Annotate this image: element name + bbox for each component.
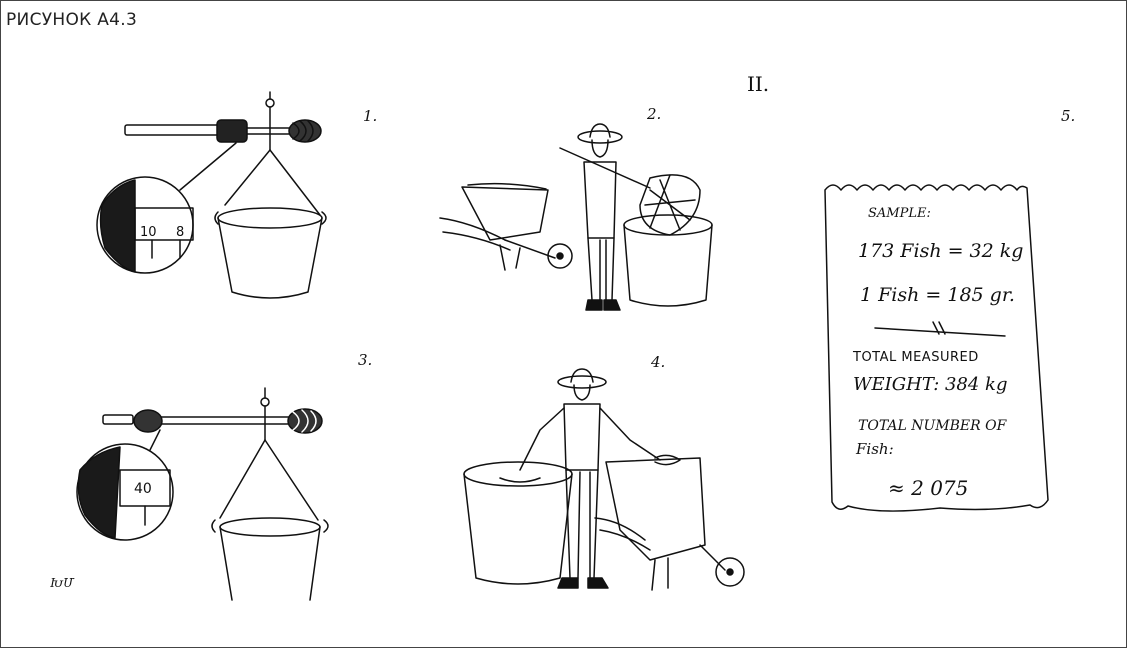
note-line-4b: Fish: (856, 440, 894, 458)
note-paper-outline (825, 185, 1048, 511)
note-divider (875, 328, 1005, 336)
man-4-body (564, 404, 600, 470)
bucket-rim (218, 208, 322, 228)
scale-rope-left (225, 150, 270, 205)
note-line-5: ≈ 2 075 (888, 476, 968, 500)
man-2-hat-brim (578, 131, 622, 143)
zoom-pointer (180, 143, 236, 190)
bucket-3-body (220, 527, 320, 600)
note-line-1: 173 Fish = 32 kg (858, 240, 1023, 262)
wheelbarrow-legs (500, 245, 520, 270)
note-line-3a: TOTAL MEASURED (853, 350, 979, 365)
wheelbarrow-4-legs (652, 558, 668, 590)
man-2-body (584, 162, 616, 238)
panel-5-note-paper (825, 185, 1048, 511)
note-line-3b: WEIGHT: 384 kg (853, 374, 1008, 395)
note-line-4a: TOTAL NUMBER OF (858, 418, 1006, 434)
man-4-hat-brim (558, 376, 606, 388)
zoom-3-pointer (150, 430, 160, 450)
bucket-3-rim (220, 518, 320, 536)
bucket-body (218, 218, 322, 298)
barrel-4-body (464, 474, 572, 584)
scale-3-rope-right (265, 440, 318, 520)
scale-3-rope-left (220, 440, 265, 518)
scale-reading-10: 10 (140, 225, 157, 240)
wheelbarrow-4-handles (595, 518, 650, 550)
scale-3-handle (103, 415, 133, 424)
wheelbarrow-tray (462, 187, 548, 240)
scale-reading-8: 8 (176, 225, 184, 240)
panel-2-netting-drawing (440, 124, 712, 310)
note-line-2: 1 Fish = 185 gr. (860, 284, 1015, 306)
panel-3-scale-drawing (77, 388, 328, 600)
panel-4-transfer-drawing (464, 369, 744, 590)
bucket-handles (215, 212, 326, 224)
scale-hook-ring (266, 99, 274, 107)
barrel-2-rim (624, 215, 712, 235)
scale-reading-40: 40 (134, 481, 152, 497)
scale-beam-handle (125, 125, 225, 135)
panel-1-scale-drawing (97, 92, 326, 298)
man-2-legs (588, 238, 614, 300)
wheelbarrow-4-tray (606, 458, 705, 560)
barrel-2-body (624, 225, 712, 306)
scale-rope-right (270, 150, 320, 215)
scale-slider-weight (217, 120, 247, 142)
note-heading: SAMPLE: (868, 206, 931, 221)
scale-3-slider (134, 410, 162, 432)
